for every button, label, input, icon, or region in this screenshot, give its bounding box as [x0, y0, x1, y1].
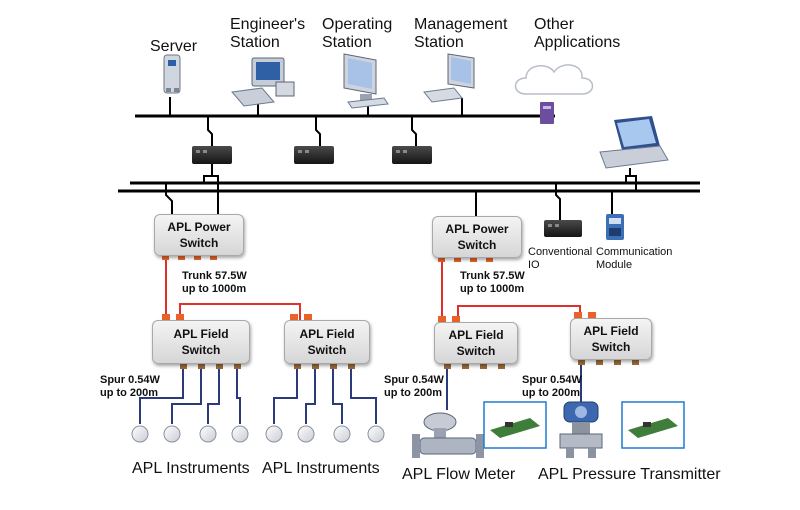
apl-power-switch-left: APL Power Switch	[154, 214, 244, 256]
apl-field-switch-2-line1: APL Field	[299, 327, 355, 341]
instrument-bulbs	[131, 425, 385, 443]
gateway-box-1	[192, 146, 232, 164]
spur-left-label-1: Spur 0.54W	[100, 374, 160, 386]
apl-power-switch-left-line1: APL Power	[167, 220, 231, 234]
trunk-right-branch	[457, 305, 581, 322]
apl-field-switch-1-line2: Switch	[181, 343, 221, 357]
engineer-workstation-device	[231, 57, 295, 107]
conventional-io-label-1: Conventional	[528, 246, 593, 258]
apl-power-switch-right: APL Power Switch	[432, 216, 522, 258]
spur-lines	[139, 365, 582, 424]
gateway-box-3	[392, 146, 432, 164]
operating-label-1: Operating	[322, 16, 393, 33]
laptop-device	[599, 116, 669, 169]
apl-power-switch-right-line2: Switch	[457, 238, 497, 252]
apl-field-switch-3-line2: Switch	[456, 344, 496, 358]
apl-field-switch-3: APL Field Switch	[434, 322, 518, 364]
communication-module-label-2: Module	[596, 259, 633, 271]
ports-field-tops	[162, 312, 596, 323]
apl-field-switch-1: APL Field Switch	[152, 320, 250, 364]
apl-flow-meter-label: APL Flow Meter	[402, 466, 516, 483]
apl-instruments-label-2: APL Instruments	[262, 460, 380, 477]
trunk-left-branch	[179, 303, 301, 320]
left-power-drop	[165, 183, 173, 214]
flow-meter-device	[412, 412, 484, 458]
applications-server-icon	[540, 102, 554, 124]
other-label-2: Applications	[534, 34, 621, 51]
apl-field-switch-4-line1: APL Field	[583, 324, 639, 338]
spur-right-label-1: Spur 0.54W	[522, 374, 582, 386]
gateway-box-2	[294, 146, 334, 164]
communication-module-label-1: Communication	[596, 246, 673, 258]
apl-pressure-transmitter-label: APL Pressure Transmitter	[538, 466, 721, 483]
server-label: Server	[150, 38, 198, 55]
apl-power-switch-left-line2: Switch	[179, 236, 219, 250]
server-device	[163, 54, 181, 94]
trunk-left-label-2: up to 1000m	[182, 283, 247, 295]
laptop-bus-link	[625, 168, 637, 191]
apl-field-switch-3-line1: APL Field	[448, 328, 504, 342]
trunk-right-label-1: Trunk 57.5W	[460, 270, 525, 282]
operating-label-2: Station	[322, 34, 372, 51]
conventional-io-device	[544, 220, 582, 237]
gateway2-link	[315, 116, 321, 146]
cloud-icon	[514, 64, 594, 95]
apl-field-switch-4: APL Field Switch	[570, 318, 652, 360]
engineer-label-1: Engineer's	[230, 16, 306, 33]
apl-field-switch-2: APL Field Switch	[284, 320, 370, 364]
pressure-board-frame	[621, 401, 685, 449]
management-label-1: Management	[414, 16, 508, 33]
pressure-transmitter-device	[559, 401, 603, 458]
spur-mid-label-2: up to 200m	[384, 387, 443, 399]
operating-monitor-device	[343, 53, 389, 109]
engineer-label-2: Station	[230, 34, 280, 51]
apl-instruments-label-1: APL Instruments	[132, 460, 250, 477]
apl-field-switch-2-line2: Switch	[307, 343, 347, 357]
trunk-left-label-1: Trunk 57.5W	[182, 270, 247, 282]
ports-power-right	[438, 257, 493, 262]
spur-right-label-2: up to 200m	[522, 387, 581, 399]
ports-field-bottoms	[180, 358, 639, 369]
apl-field-switch-4-line2: Switch	[591, 340, 631, 354]
gateway-bus-link	[203, 164, 219, 191]
management-label-2: Station	[414, 34, 464, 51]
gateway3-link	[411, 116, 417, 146]
conventional-io-drop	[555, 183, 561, 220]
other-label-1: Other	[534, 16, 575, 33]
conventional-io-label-2: IO	[528, 259, 540, 271]
flow-board-frame	[483, 401, 547, 449]
communication-module-device	[606, 214, 624, 240]
apl-field-switch-1-line1: APL Field	[173, 327, 229, 341]
apl-power-switch-right-line1: APL Power	[445, 222, 509, 236]
management-monitor-device	[423, 53, 475, 103]
gateway1-link	[207, 116, 213, 146]
trunk-right-label-2: up to 1000m	[460, 283, 525, 295]
ports-power-left	[162, 255, 217, 260]
spur-mid-label-1: Spur 0.54W	[384, 374, 444, 386]
spur-left-label-2: up to 200m	[100, 387, 159, 399]
